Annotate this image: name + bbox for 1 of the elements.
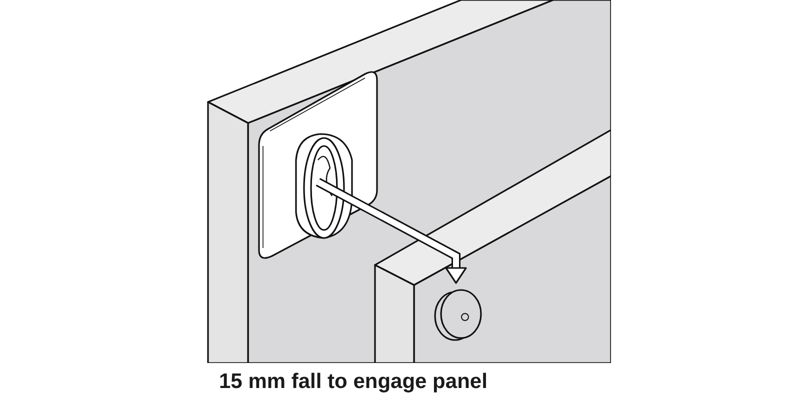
caption: 15 mm fall to engage panel	[219, 370, 488, 394]
